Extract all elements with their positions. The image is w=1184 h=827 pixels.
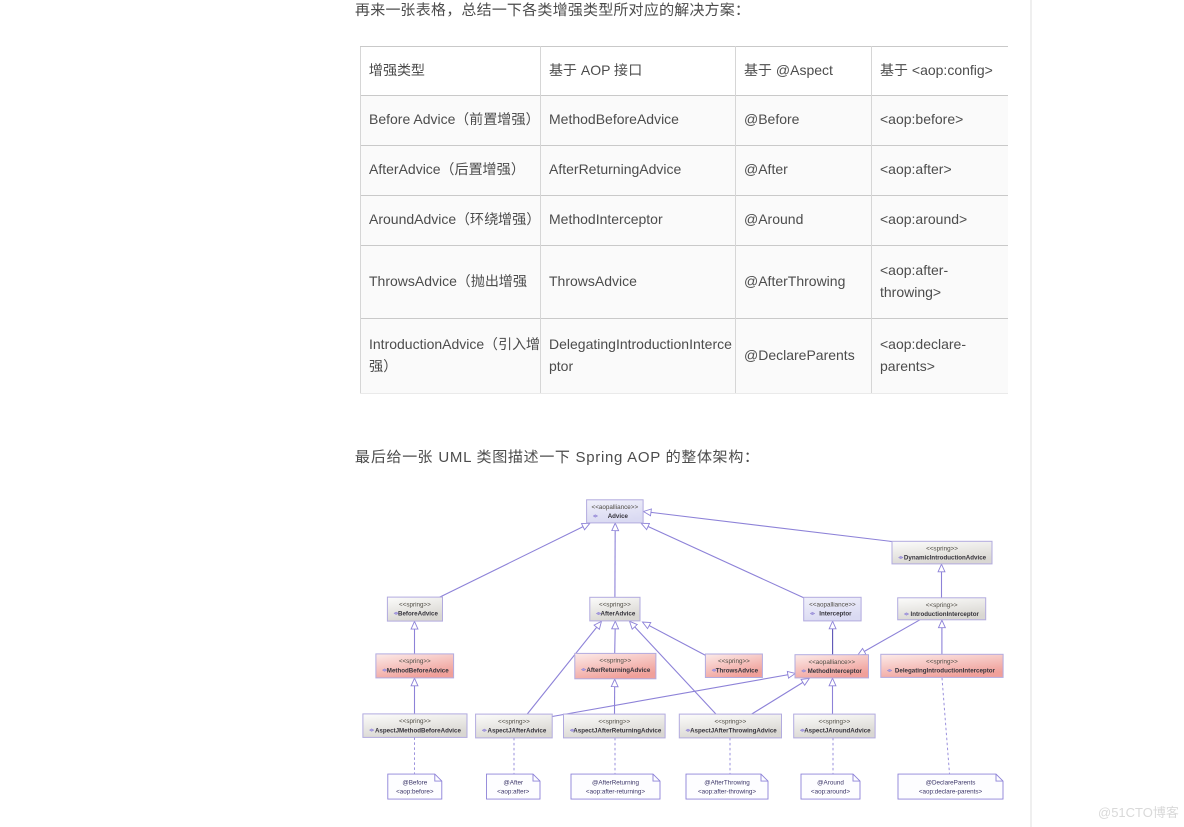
svg-text:<<spring>>: <<spring>> xyxy=(598,716,630,725)
svg-text:<<spring>>: <<spring>> xyxy=(399,656,431,665)
svg-text:@Around: @Around xyxy=(817,778,844,787)
svg-text:<<spring>>: <<spring>> xyxy=(926,544,958,553)
svg-text:DelegatingIntroductionIntercep: DelegatingIntroductionInterceptor xyxy=(895,666,996,675)
svg-text:<aop:after>: <aop:after> xyxy=(497,787,530,796)
svg-text:<<spring>>: <<spring>> xyxy=(714,716,746,725)
svg-text:MethodInterceptor: MethodInterceptor xyxy=(808,666,863,675)
svg-text:MethodBeforeAdvice: MethodBeforeAdvice xyxy=(387,665,449,674)
svg-text:<<spring>>: <<spring>> xyxy=(599,656,631,665)
svg-text:<<spring>>: <<spring>> xyxy=(599,600,631,609)
svg-text:<<aopalliance>>: <<aopalliance>> xyxy=(592,502,639,511)
svg-text:<<spring>>: <<spring>> xyxy=(399,716,431,725)
svg-text:@AfterReturning: @AfterReturning xyxy=(592,778,639,787)
svg-text:<<spring>>: <<spring>> xyxy=(498,716,530,725)
svg-text:ThrowsAdvice: ThrowsAdvice xyxy=(716,665,759,674)
svg-text:AspectJAroundAdvice: AspectJAroundAdvice xyxy=(804,726,871,735)
svg-text:<<aopalliance>>: <<aopalliance>> xyxy=(808,657,855,666)
svg-text:<aop:after-throwing>: <aop:after-throwing> xyxy=(698,787,756,796)
svg-text:<aop:after-returning>: <aop:after-returning> xyxy=(586,787,645,796)
svg-text:AfterAdvice: AfterAdvice xyxy=(601,609,636,618)
svg-text:IntroductionInterceptor: IntroductionInterceptor xyxy=(910,609,979,618)
svg-text:AspectJAfterThrowingAdvice: AspectJAfterThrowingAdvice xyxy=(690,726,777,735)
svg-text:<<spring>>: <<spring>> xyxy=(818,716,850,725)
svg-text:<aop:around>: <aop:around> xyxy=(811,787,851,796)
svg-text:<<spring>>: <<spring>> xyxy=(399,599,431,608)
svg-text:<<spring>>: <<spring>> xyxy=(718,656,750,665)
svg-text:@Before: @Before xyxy=(402,778,427,787)
svg-text:AspectJAfterAdvice: AspectJAfterAdvice xyxy=(487,726,546,735)
svg-text:DynamicIntroductionAdvice: DynamicIntroductionAdvice xyxy=(904,553,987,562)
svg-text:<aop:declare-parents>: <aop:declare-parents> xyxy=(919,787,983,796)
svg-text:<<spring>>: <<spring>> xyxy=(926,600,958,609)
svg-text:AfterReturningAdvice: AfterReturningAdvice xyxy=(586,665,651,674)
svg-text:<aop:before>: <aop:before> xyxy=(396,787,434,796)
svg-text:@After: @After xyxy=(503,778,523,787)
svg-text:Advice: Advice xyxy=(608,511,629,520)
svg-text:<<aopalliance>>: <<aopalliance>> xyxy=(809,600,856,609)
svg-text:AspectJMethodBeforeAdvice: AspectJMethodBeforeAdvice xyxy=(375,725,462,734)
svg-text:BeforeAdvice: BeforeAdvice xyxy=(398,609,438,618)
svg-text:<<spring>>: <<spring>> xyxy=(926,657,958,666)
svg-text:AspectJAfterReturningAdvice: AspectJAfterReturningAdvice xyxy=(573,726,662,735)
svg-text:@AfterThrowing: @AfterThrowing xyxy=(704,778,750,787)
svg-text:Interceptor: Interceptor xyxy=(819,609,852,618)
svg-text:@DeclareParents: @DeclareParents xyxy=(926,778,976,787)
